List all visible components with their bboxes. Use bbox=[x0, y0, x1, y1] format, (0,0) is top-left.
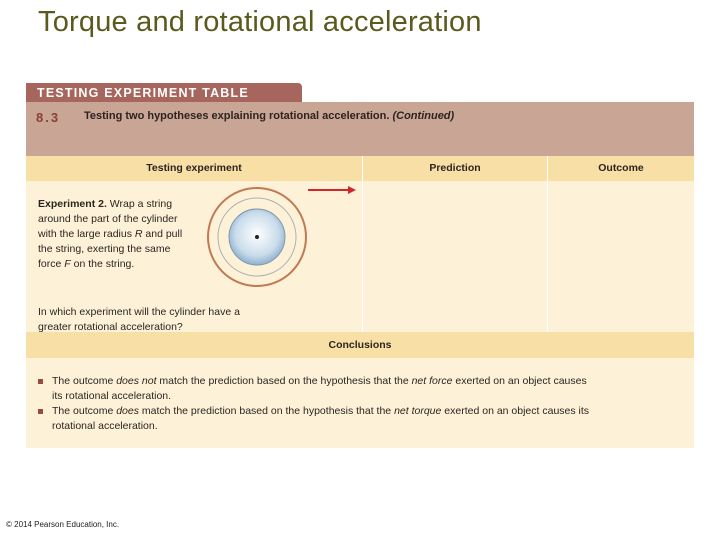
column-header-prediction: Prediction bbox=[429, 162, 481, 174]
large-radius-string-circle bbox=[207, 187, 307, 287]
axis-dot bbox=[255, 235, 259, 239]
experiment-description: Experiment 2. Wrap a string around the p… bbox=[38, 197, 188, 272]
section-title: Testing two hypotheses explaining rotati… bbox=[84, 110, 454, 122]
section-title-text: Testing two hypotheses explaining rotati… bbox=[84, 110, 390, 122]
experiment-text-2: and pull the string, exerting the same f… bbox=[38, 228, 183, 270]
conclusion-text: The outcome does not match the predictio… bbox=[52, 374, 597, 404]
bullet-square-icon bbox=[38, 379, 43, 384]
conclusion-emphasis-2: net force bbox=[411, 375, 453, 387]
section-header: 8.3 Testing two hypotheses explaining ro… bbox=[26, 102, 694, 156]
banner-label: TESTING EXPERIMENT TABLE bbox=[37, 86, 249, 100]
conclusion-emphasis-2: net torque bbox=[394, 405, 442, 417]
section-number: 8.3 bbox=[36, 110, 61, 125]
conclusion-emphasis: does bbox=[116, 405, 139, 417]
force-arrow-head bbox=[348, 186, 356, 194]
testing-experiment-table: TESTING EXPERIMENT TABLE 8.3 Testing two… bbox=[26, 80, 694, 448]
conclusion-post: exerted on an object causes its rotation… bbox=[52, 375, 587, 402]
slide-title: Torque and rotational acceleration bbox=[38, 6, 482, 38]
experiment-question: In which experiment will the cylinder ha… bbox=[38, 306, 240, 333]
conclusion-emphasis: does not bbox=[116, 375, 157, 387]
conclusions-header: Conclusions bbox=[26, 332, 694, 358]
experiment-row: Experiment 2. Wrap a string around the p… bbox=[26, 181, 694, 333]
copyright-footer: © 2014 Pearson Education, Inc. bbox=[6, 520, 120, 529]
conclusions-heading: Conclusions bbox=[328, 339, 392, 351]
conclusion-pre: The outcome bbox=[52, 375, 117, 387]
bullet-square-icon bbox=[38, 409, 43, 414]
radius-symbol: R bbox=[134, 228, 143, 240]
section-title-suffix: (Continued) bbox=[392, 110, 455, 122]
column-divider-1 bbox=[362, 181, 363, 332]
conclusion-mid: match the prediction based on the hypoth… bbox=[138, 405, 395, 417]
column-divider-2 bbox=[547, 181, 548, 332]
conclusion-pre: The outcome bbox=[52, 405, 117, 417]
experiment-text-3: on the string. bbox=[70, 258, 135, 270]
experiment-label: Experiment 2. bbox=[38, 198, 107, 210]
experiment-text-1: Wrap a string around the part of the cyl… bbox=[38, 198, 178, 240]
conclusion-post: exerted on an object causes its rotation… bbox=[52, 405, 590, 432]
column-header-testing-experiment: Testing experiment bbox=[146, 162, 242, 174]
cylinder-diagram bbox=[198, 185, 358, 325]
table-banner: TESTING EXPERIMENT TABLE bbox=[26, 83, 302, 103]
conclusion-mid: match the prediction based on the hypoth… bbox=[156, 375, 412, 387]
conclusions-body: The outcome does not match the predictio… bbox=[26, 358, 694, 448]
column-header-row: Testing experiment Prediction Outcome bbox=[26, 156, 694, 181]
header-divider-1 bbox=[362, 156, 363, 181]
header-divider-2 bbox=[547, 156, 548, 181]
conclusion-item-2: The outcome does match the prediction ba… bbox=[38, 404, 598, 434]
conclusion-text: The outcome does match the prediction ba… bbox=[52, 404, 597, 434]
force-symbol: F bbox=[64, 258, 71, 270]
conclusion-item-1: The outcome does not match the predictio… bbox=[38, 374, 598, 404]
cylinder-diagram-icon bbox=[207, 186, 356, 287]
column-header-outcome: Outcome bbox=[598, 162, 644, 174]
